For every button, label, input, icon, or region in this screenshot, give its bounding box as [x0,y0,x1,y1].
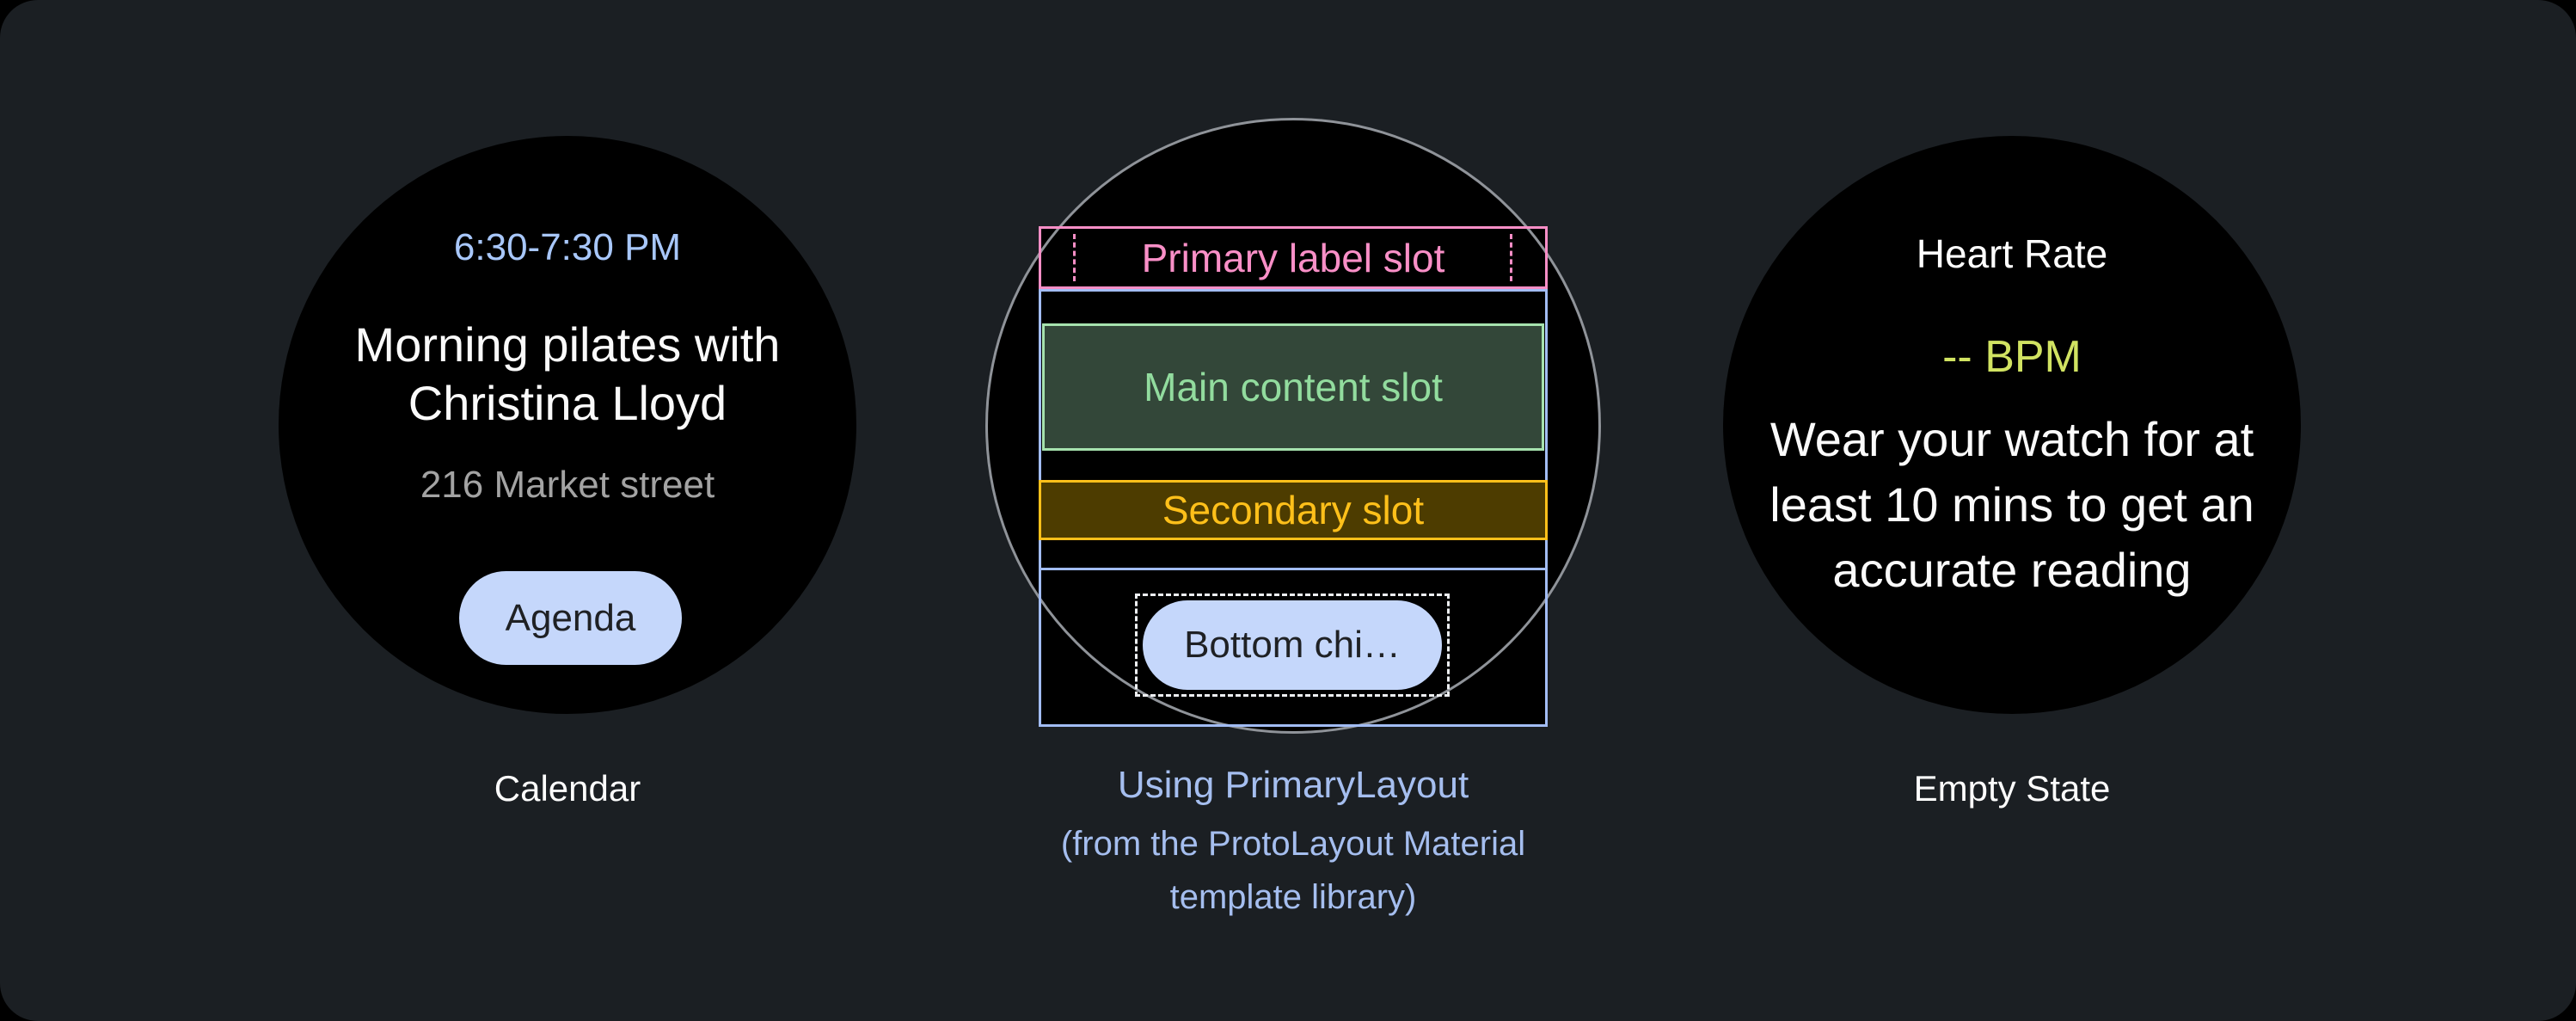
caption-primarylayout-title: Using PrimaryLayout [1117,764,1469,806]
event-time-text: 6:30-7:30 PM [453,226,682,268]
agenda-chip[interactable]: Agenda [459,571,682,665]
heart-rate-title: Heart Rate [1916,231,2108,276]
bottom-chip-label: Bottom chi… [1184,624,1401,666]
primary-label-slot-label: Primary label slot [1141,235,1445,280]
empty-state-body-text: Wear your watch for at least 10 mins to … [1769,412,2254,597]
caption-calendar: Calendar [494,768,641,809]
agenda-chip-label: Agenda [505,596,636,639]
main-content-slot-label: Main content slot [1144,365,1443,409]
heart-rate-watch-face [1723,136,2301,714]
primary-slot-dash-left [1073,234,1076,281]
primary-slot-dash-right [1510,234,1512,281]
caption-empty-state: Empty State [1913,768,2111,809]
main-content-slot-box: Main content slot [1042,323,1544,451]
secondary-slot-label: Secondary slot [1162,488,1425,532]
watch-ring-outline [985,118,1601,734]
caption-primarylayout-subtitle: (from the ProtoLayout Material template … [1060,825,1526,916]
bottom-chip[interactable]: Bottom chi… [1143,600,1442,690]
secondary-slot-box: Secondary slot [1039,480,1548,540]
event-title-text: Morning pilates with Christina Lloyd [354,317,781,430]
slot-divider-line [1039,568,1548,570]
primary-label-slot-box: Primary label slot [1039,226,1548,289]
event-location-text: 216 Market street [420,464,715,506]
bottom-chip-bounds [1135,594,1450,697]
bpm-value: -- BPM [1942,332,2082,382]
